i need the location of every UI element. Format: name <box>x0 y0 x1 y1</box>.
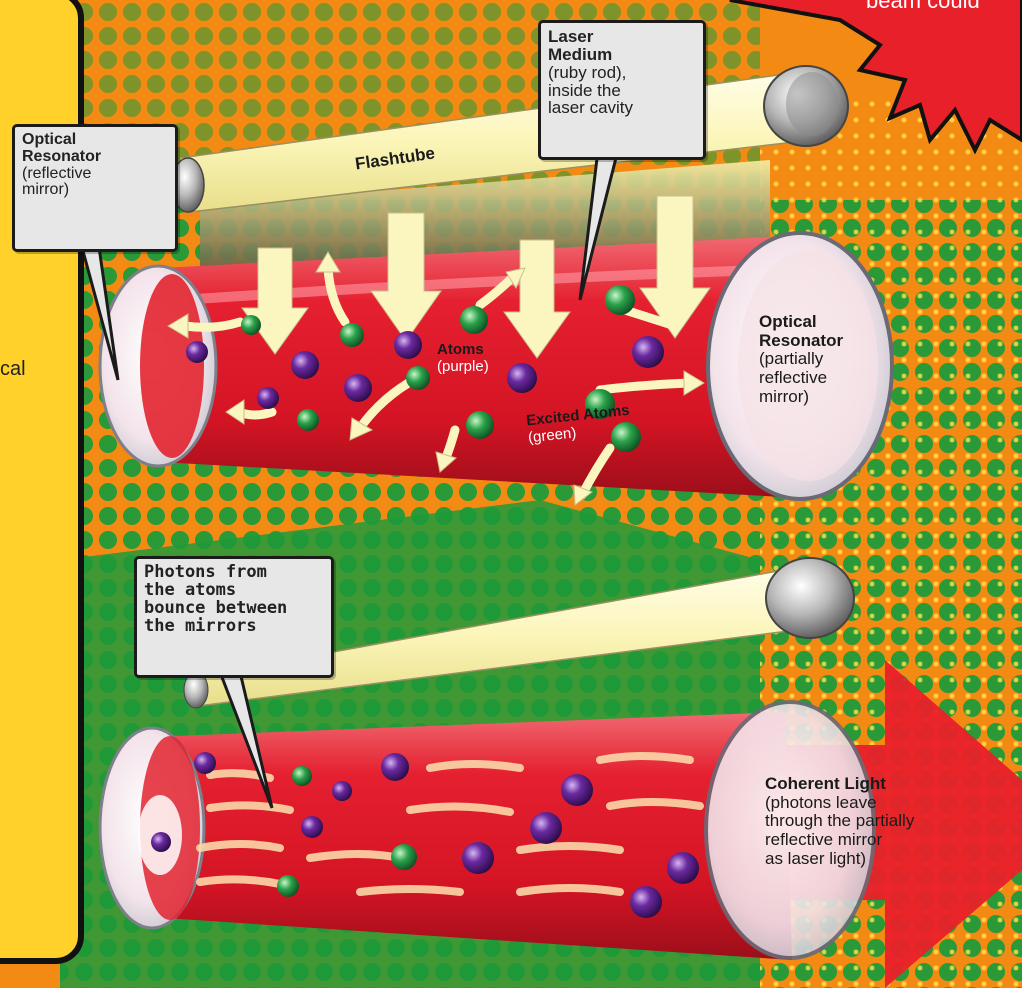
label-coherent-title: Coherent Light <box>765 775 914 794</box>
callout-sub-2: inside the <box>548 82 696 100</box>
side-panel-text: cal <box>0 358 26 381</box>
label-optical-resonator-right: Optical Resonator (partially reflective … <box>759 313 843 406</box>
label-resonator-sub-2: reflective <box>759 369 843 388</box>
label-resonator-sub-1: (partially <box>759 350 843 369</box>
callout-sub-1: (ruby rod), <box>548 64 696 82</box>
callout-photons: Photons from the atoms bounce between th… <box>134 556 334 678</box>
label-atoms-sub: (purple) <box>437 359 489 376</box>
callout-title-1: Laser <box>548 28 696 46</box>
label-resonator-title-1: Optical <box>759 313 843 332</box>
callout-title-1: Optical <box>22 132 168 149</box>
callout-line-2: the atoms <box>144 582 324 600</box>
callout-sub-3: laser cavity <box>548 99 696 117</box>
label-resonator-title-2: Resonator <box>759 332 843 351</box>
callout-sub-2: mirror) <box>22 182 168 199</box>
callout-line-4: the mirrors <box>144 618 324 636</box>
callout-line-3: bounce between <box>144 600 324 618</box>
label-coherent-sub-4: as laser light) <box>765 850 914 869</box>
label-coherent-sub-1: (photons leave <box>765 794 914 813</box>
burst-text: beam could <box>866 0 980 14</box>
callout-title-2: Medium <box>548 46 696 64</box>
callout-title-2: Resonator <box>22 149 168 166</box>
label-coherent-sub-3: reflective mirror <box>765 831 914 850</box>
callout-sub-1: (reflective <box>22 166 168 183</box>
label-resonator-sub-3: mirror) <box>759 388 843 407</box>
label-coherent-light: Coherent Light (photons leave through th… <box>765 775 914 868</box>
label-atoms-title: Atoms <box>437 342 489 359</box>
callout-optical-resonator-left: Optical Resonator (reflective mirror) <box>12 124 178 252</box>
label-coherent-sub-2: through the partially <box>765 812 914 831</box>
callout-laser-medium: Laser Medium (ruby rod), inside the lase… <box>538 20 706 160</box>
label-atoms: Atoms (purple) <box>437 342 489 375</box>
